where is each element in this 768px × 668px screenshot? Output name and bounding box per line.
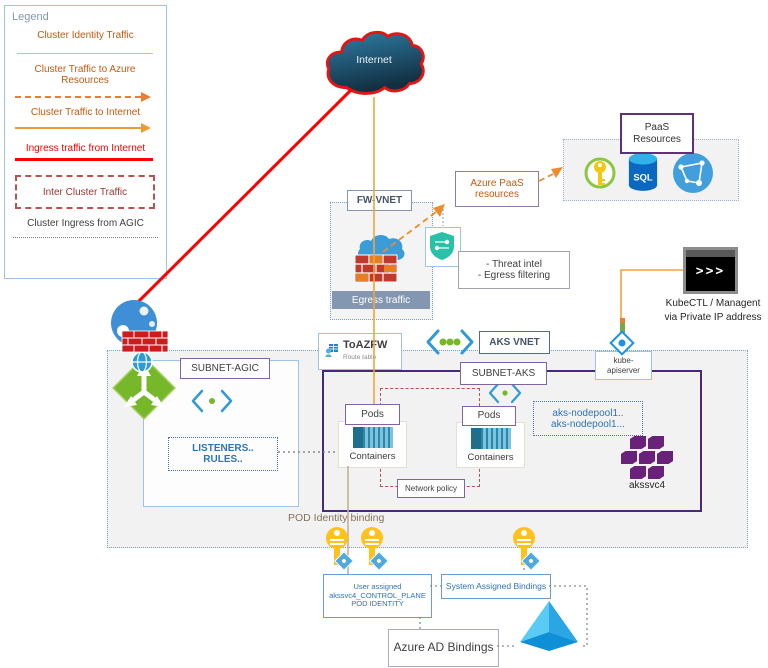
user-assigned-line1: User assigned <box>353 582 402 592</box>
listeners-text: LISTENERS.. <box>192 443 254 454</box>
subnet-agic-label: SUBNET-AGIC <box>180 358 270 379</box>
user-assigned-line3: POD IDENTITY <box>351 599 404 609</box>
legend-item-internet-traffic: Cluster Traffic to Internet <box>30 107 141 118</box>
network-policy-text: Network policy <box>404 483 457 493</box>
container-icon <box>470 428 511 449</box>
fw-vnet-label: FW-VNET <box>347 190 412 211</box>
kube-apiserver-line2: apiserver <box>607 365 640 375</box>
legend-dashed-arrow-sample <box>15 96 141 98</box>
key-vault-icon <box>583 153 617 198</box>
pod-identity-binding-label: POD Identity binding <box>288 512 385 524</box>
firewall-policy-shield-icon <box>425 227 461 267</box>
nodepool-box: aks-nodepool1.. aks-nodepool1... <box>533 401 643 436</box>
subnet-aks-icon <box>488 382 522 404</box>
managed-identity-key-icon <box>512 527 541 571</box>
azure-ad-bindings-box: Azure AD Bindings <box>388 629 499 667</box>
subnet-agic-icon <box>191 389 233 413</box>
legend-item-identity: Cluster Identity Traffic <box>37 30 134 41</box>
internet-label: Internet <box>356 54 392 66</box>
egress-traffic-banner: Egress traffic <box>332 291 430 309</box>
aks-cluster-name: akssvc4 <box>628 480 666 491</box>
route-table-box: ToAZFW Route table <box>318 333 402 370</box>
system-assigned-bindings-box: System Assigned Bindings <box>441 574 551 599</box>
azure-ad-bindings-text: Azure AD Bindings <box>393 640 494 655</box>
managed-identity-key-icon <box>325 527 354 571</box>
azure-paas-line1: Azure PaaS <box>470 177 524 189</box>
threat-intel-text: - Threat intel <box>486 258 542 270</box>
azure-ad-pyramid-icon <box>517 600 581 657</box>
legend-solid-arrowhead <box>141 123 151 133</box>
nodepool-line2: aks-nodepool1... <box>551 418 625 430</box>
subnet-aks-label: SUBNET-AKS <box>460 362 547 385</box>
aks-vnet-label-text: AKS VNET <box>489 336 540 348</box>
containers-right-box: Containers <box>456 422 525 468</box>
azure-paas-line2: resources <box>475 189 519 200</box>
route-table-type: Route table <box>343 354 377 361</box>
fw-vnet-label-text: FW-VNET <box>356 194 403 206</box>
kube-apiserver-line1: kube- <box>613 356 634 366</box>
egress-filtering-text: - Egress filtering <box>477 270 551 281</box>
legend-item-agic-ingress: Cluster Ingress from AGIC <box>27 218 144 229</box>
route-table-name: ToAZFW <box>343 339 388 351</box>
pods-left-label: Pods <box>345 404 400 425</box>
pods-left-text: Pods <box>361 408 384 420</box>
paas-title-line2: Resources <box>633 133 681 145</box>
waf-icon <box>108 298 170 359</box>
subnet-aks-label-text: SUBNET-AKS <box>471 367 536 379</box>
kubectl-caption: KubeCTL / Managent via Private IP addres… <box>658 297 768 325</box>
legend-dotted-line-sample <box>13 237 158 238</box>
managed-identity-key-icon <box>360 527 389 571</box>
listeners-rules-box: LISTENERS.. RULES.. <box>168 437 278 471</box>
legend-inter-cluster-box: Inter Cluster Traffic <box>15 175 155 209</box>
legend-red-line-sample <box>15 158 153 161</box>
pods-right-label: Pods <box>462 406 516 426</box>
app-gateway-icon <box>111 351 177 425</box>
aks-cluster-icon <box>618 436 676 480</box>
legend-dashed-arrowhead <box>141 92 151 102</box>
kubectl-caption-line1: KubeCTL / Managent <box>665 298 761 309</box>
legend-solid-arrow-sample <box>15 127 141 129</box>
virtual-network-icon <box>426 329 474 355</box>
paas-resources-title: PaaS Resources <box>620 113 694 154</box>
kube-apiserver-label: kube- apiserver <box>595 351 652 380</box>
route-table-icon <box>325 344 338 357</box>
nodepool-line1: aks-nodepool1.. <box>552 407 624 419</box>
internet-cloud-icon: Internet <box>320 26 428 98</box>
legend-identity-line-sample <box>17 53 153 54</box>
rules-text: RULES.. <box>203 454 243 465</box>
sql-text: SQL <box>633 171 653 182</box>
terminal-titlebar <box>686 250 735 257</box>
terminal-prompt: >>> <box>695 264 726 279</box>
legend-item-azure-traffic: Cluster Traffic to Azure Resources <box>34 64 136 86</box>
user-assigned-line2: akssvc4_CONTROL_PLANE <box>329 590 426 600</box>
user-assigned-identity-box: User assigned akssvc4_CONTROL_PLANE POD … <box>323 574 432 618</box>
kubectl-caption-line2: via Private IP address <box>664 312 762 323</box>
legend-item-ingress: Ingress traffic from Internet <box>25 143 146 154</box>
private-endpoint-icon <box>609 318 635 363</box>
container-icon <box>352 427 393 448</box>
kubectl-terminal-icon: >>> <box>683 247 738 294</box>
legend-item-inter-cluster: Inter Cluster Traffic <box>42 186 128 198</box>
pods-right-text: Pods <box>477 410 501 422</box>
legend: Legend Cluster Identity Traffic Cluster … <box>4 5 167 279</box>
containers-left-box: Containers <box>338 421 407 468</box>
legend-title: Legend <box>12 11 49 23</box>
egress-traffic-text: Egress traffic <box>351 294 411 306</box>
paas-title-line1: PaaS <box>644 122 670 133</box>
azure-paas-resources-label: Azure PaaS resources <box>455 171 539 207</box>
azure-firewall-icon <box>352 228 408 289</box>
containers-right-text: Containers <box>467 452 514 463</box>
sql-database-icon: SQL <box>627 150 659 199</box>
network-policy-label: Network policy <box>397 479 465 498</box>
firewall-notes-box: - Threat intel - Egress filtering <box>458 251 570 289</box>
subnet-agic-label-text: SUBNET-AGIC <box>191 362 259 374</box>
system-assigned-text: System Assigned Bindings <box>445 580 547 591</box>
containers-left-text: Containers <box>349 451 396 462</box>
app-service-globe-icon <box>672 151 714 200</box>
aks-vnet-label: AKS VNET <box>479 331 550 354</box>
